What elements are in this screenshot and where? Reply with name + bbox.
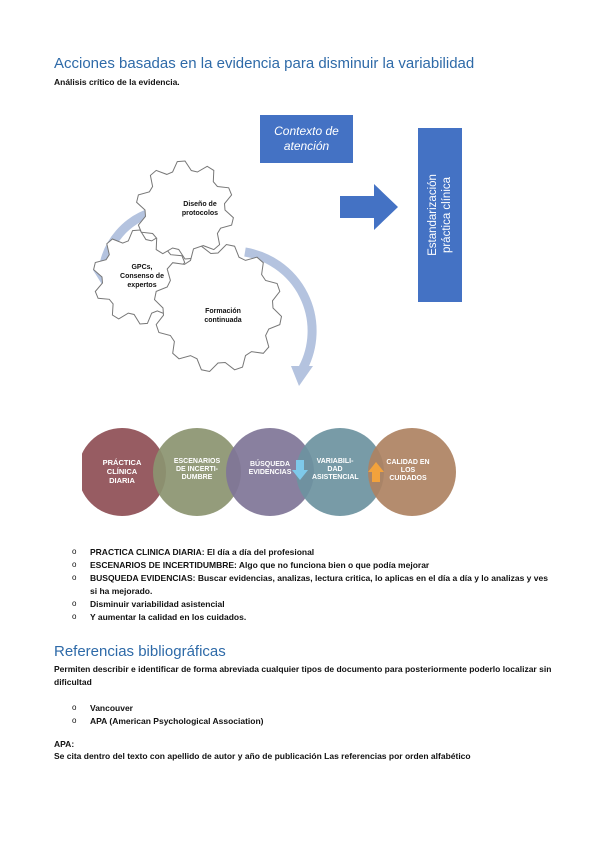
reference-styles-list: Vancouver APA (American Psychological As… [54,702,554,728]
list-item: Vancouver [54,702,554,715]
section-subtitle: Análisis crítico de la evidencia. [54,77,180,87]
apa-text: Se cita dentro del texto con apellido de… [54,751,471,761]
circle-label-busqueda: BÚSQUEDA EVIDENCIAS [248,461,292,476]
up-arrow-icon [368,462,384,482]
cycle-arrow-icon [244,247,317,371]
gears-diagram [93,160,317,386]
list-item: PRACTICA CLINICA DIARIA: El día a día de… [54,546,554,559]
circle-label-practica: PRÁCTICA CLÍNICA DIARIA [102,458,142,485]
result-box: Estandarización práctica clínica [418,128,462,302]
context-box-label: Contexto de atención [274,124,339,153]
process-circle [368,428,456,516]
list-item: APA (American Psychological Association) [54,715,554,728]
list-item: Disminuir variabilidad asistencial [54,598,554,611]
circle-label-calidad: CALIDAD EN LOS CUIDADOS [386,459,430,482]
gear-label-gpcs: GPCs, Consenso de expertos [120,264,164,289]
down-arrow-icon [292,460,308,480]
circle-label-variabilidad: VARIABILI-DAD ASISTENCIAL [312,458,359,481]
process-circle [153,428,241,516]
section-title-referencias: Referencias bibliográficas [54,643,226,660]
section-title-acciones: Acciones basadas en la evidencia para di… [54,55,475,72]
right-arrow-icon [340,184,398,230]
process-circles [82,428,456,516]
list-item: BUSQUEDA EVIDENCIAS: Buscar evidencias, … [54,572,554,597]
result-box-label: Estandarización práctica clínica [427,174,454,256]
gear-icon [136,160,234,260]
evidence-list: PRACTICA CLINICA DIARIA: El día a día de… [54,546,554,624]
referencias-text: Permiten describir e identificar de form… [54,664,552,687]
gear-icon [153,243,283,373]
gear-label-diseno: Diseño de protocolos [181,201,219,217]
context-box: Contexto de atención [260,115,353,163]
list-item: Y aumentar la calidad en los cuidados. [54,611,554,624]
gear-label-formacion: Formación continuada [204,308,242,324]
apa-heading: APA: [54,739,75,749]
process-circle [82,428,166,516]
process-circle [226,428,314,516]
circle-label-escenarios: ESCENARIOS DE INCERTI-DUMBRE [173,458,221,481]
process-circle [296,428,384,516]
list-item: ESCENARIOS DE INCERTIDUMBRE: Algo que no… [54,559,554,572]
